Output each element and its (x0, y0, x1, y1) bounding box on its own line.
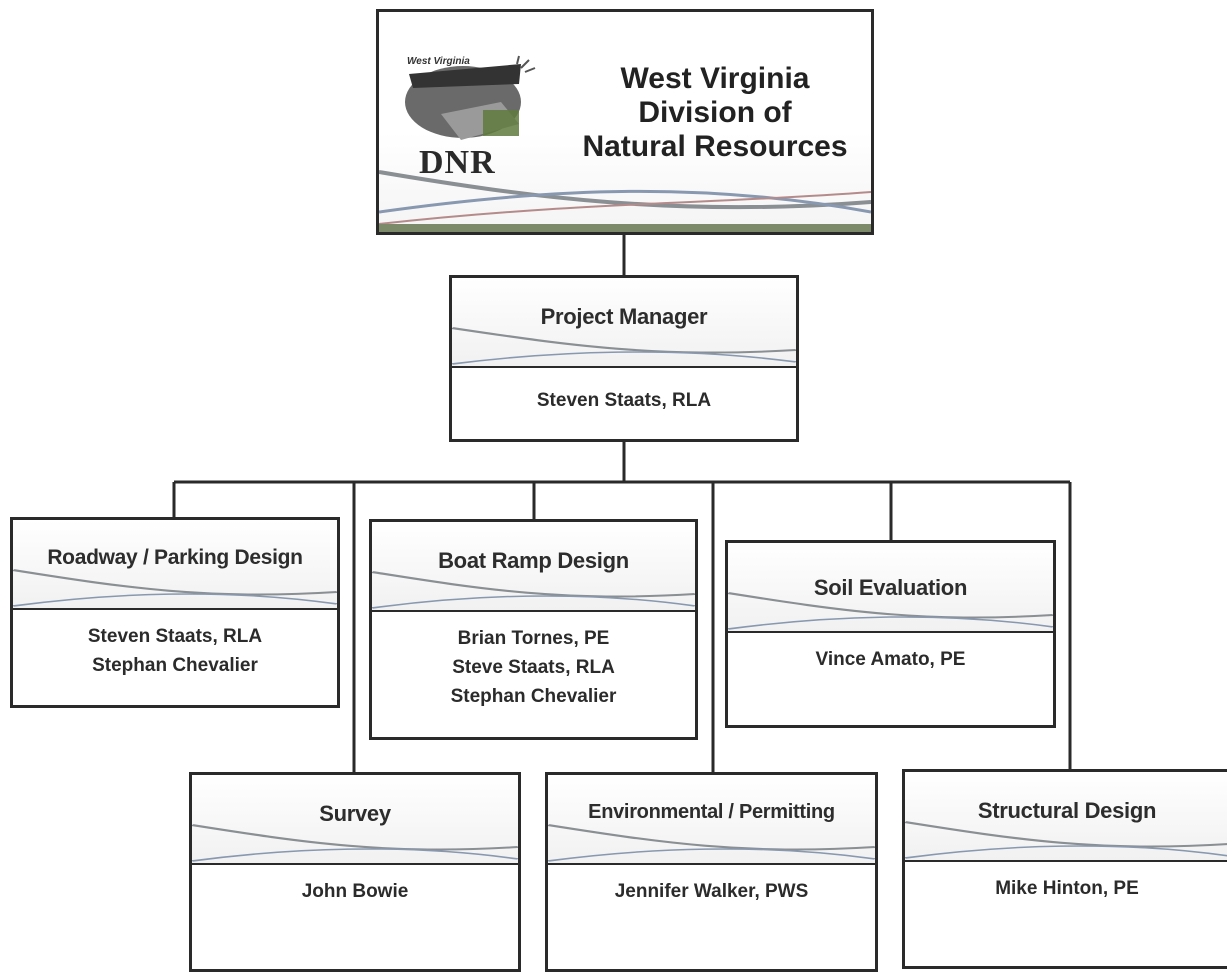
role-header: Project Manager (452, 278, 796, 368)
team-box-boat-ramp: Boat Ramp Design Brian Tornes, PE Steve … (369, 519, 698, 740)
role-header: Boat Ramp Design (372, 522, 695, 612)
member-name: Steven Staats, RLA (536, 390, 712, 411)
member-name: Steven Staats, RLA (87, 626, 263, 647)
swoosh-decoration (379, 170, 871, 232)
role-header: Survey (192, 775, 518, 865)
member-name: Stephan Chevalier (450, 686, 617, 707)
role-title: Soil Evaluation (813, 575, 968, 600)
role-header: Structural Design (905, 772, 1227, 862)
member-name: Vince Amato, PE (815, 649, 966, 670)
member-name: Stephan Chevalier (92, 655, 258, 676)
team-box-environmental: Environmental / Permitting Jennifer Walk… (545, 772, 878, 972)
team-box-roadway: Roadway / Parking Design Steven Staats, … (10, 517, 340, 708)
role-title: Project Manager (540, 304, 708, 329)
dnr-logo: West Virginia DNR (401, 54, 551, 181)
agency-title-line: West Virginia (620, 62, 810, 95)
project-manager-box: Project Manager Steven Staats, RLA (449, 275, 799, 442)
member-name: Brian Tornes, PE (457, 628, 610, 649)
role-title: Boat Ramp Design (438, 548, 629, 573)
member-name: John Bowie (301, 881, 409, 902)
team-box-survey: Survey John Bowie (189, 772, 521, 972)
team-box-soil: Soil Evaluation Vince Amato, PE (725, 540, 1056, 728)
role-header: Environmental / Permitting (548, 775, 875, 865)
member-name: Mike Hinton, PE (995, 878, 1139, 899)
agency-title-line: Division of (638, 96, 792, 129)
agency-title: West Virginia Division of Natural Resour… (555, 62, 875, 164)
logo-state-text: West Virginia (407, 56, 470, 67)
team-box-structural: Structural Design Mike Hinton, PE (902, 769, 1227, 969)
role-title: Survey (319, 801, 391, 826)
agency-title-line: Natural Resources (582, 130, 848, 163)
logo-dnr-text: DNR (419, 144, 496, 181)
role-title: Structural Design (977, 798, 1157, 823)
member-name: Steve Staats, RLA (452, 657, 615, 678)
member-name: Jennifer Walker, PWS (614, 881, 809, 902)
role-header: Soil Evaluation (728, 543, 1053, 633)
role-title: Environmental / Permitting (588, 801, 835, 823)
agency-box: West Virginia DNR West Virginia Division… (376, 9, 874, 235)
role-title: Roadway / Parking Design (47, 546, 303, 569)
role-header: Roadway / Parking Design (13, 520, 337, 610)
